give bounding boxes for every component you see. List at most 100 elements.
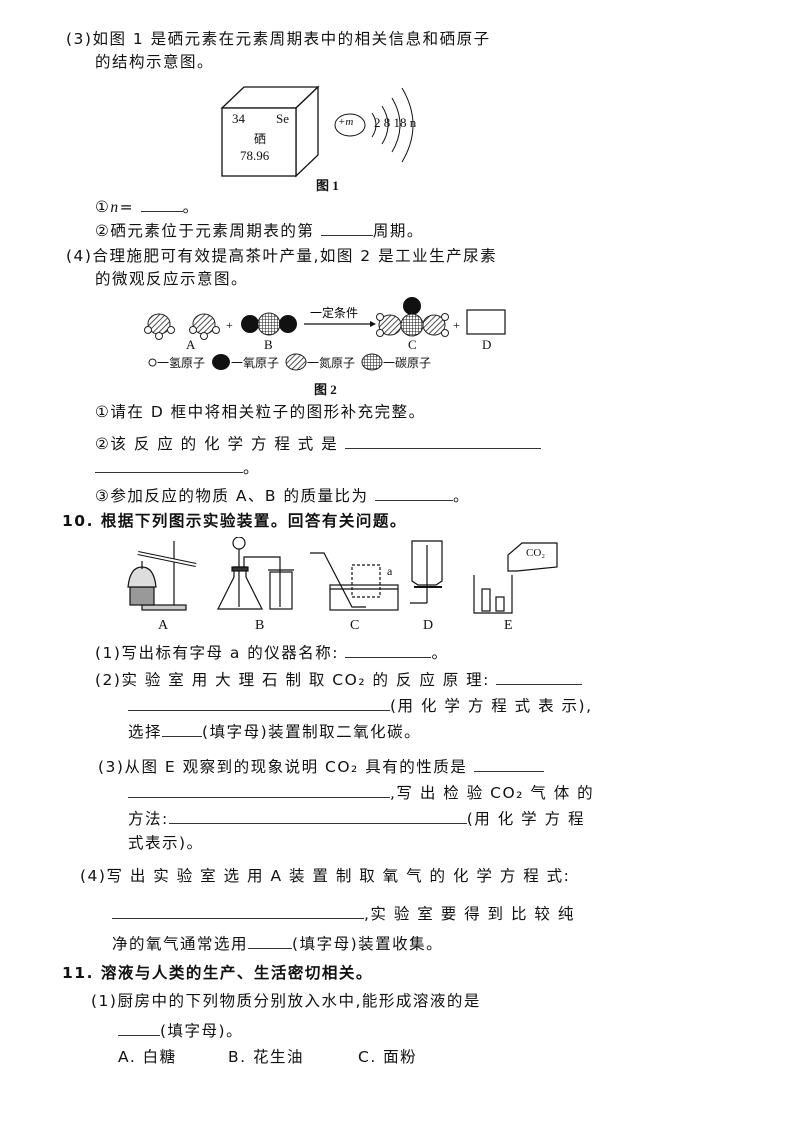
option-a[interactable]: A. 白糖	[118, 1048, 177, 1066]
figure-2-reaction: + 一定条件 + A B C D 一氢原子 一氧原子 一氮原子 一碳原子 图 2	[142, 292, 522, 397]
sub3-end: 。	[452, 487, 470, 505]
hydrogen-atom-icon	[148, 358, 157, 366]
co2-bottle-label: CO₂	[526, 547, 546, 559]
q10-p4-line2: ,实 验 室 要 得 到 比 较 纯	[112, 902, 575, 924]
p1-line2-text: (填字母)。	[160, 1022, 244, 1040]
q10-p1: (1)写出标有字母 a 的仪器名称: 。	[95, 641, 448, 663]
label-c: C	[408, 337, 417, 352]
answer-blank-period[interactable]	[320, 219, 373, 236]
lab-apparatus-figure: a CO₂ A B C D E	[112, 536, 572, 637]
electron-shells: 2 8 18 n	[374, 115, 417, 130]
q10-p4-line1: (4)写 出 实 验 室 选 用 A 装 置 制 取 氧 气 的 化 学 方 程…	[80, 867, 571, 885]
figure-2-caption: 图 2	[314, 382, 337, 397]
q9-3-text-line1: (3)如图 1 是硒元素在元素周期表中的相关信息和硒原子	[66, 30, 491, 48]
oxygen-atom-icon	[212, 354, 231, 370]
apparatus-label-d: D	[423, 618, 434, 633]
label-a-marker: a	[387, 564, 393, 578]
periodic-cell-icon	[220, 85, 320, 178]
nucleus-charge: +m	[338, 116, 354, 128]
apparatus-b	[217, 536, 294, 610]
q11-p1-line2: (填字母)。	[118, 1019, 243, 1041]
apparatus-c	[310, 552, 399, 611]
molecule-a-2	[189, 313, 220, 340]
label-a: A	[186, 337, 196, 352]
p4-line3-b: (填字母)装置收集。	[292, 935, 444, 953]
answer-blank-equation-1[interactable]	[344, 432, 541, 449]
element-name: 硒	[254, 132, 267, 146]
answer-blank-test-method[interactable]	[168, 807, 467, 824]
apparatus-label-a: A	[158, 618, 169, 633]
answer-blank-solution[interactable]	[118, 1019, 160, 1036]
apparatus-label-e: E	[504, 618, 513, 633]
apparatus-d	[410, 540, 443, 604]
var-n: n	[110, 199, 120, 216]
answer-blank-property-1[interactable]	[473, 755, 544, 772]
legend: 一氢原子 一氧原子 一氮原子 一碳原子	[148, 353, 431, 371]
apparatus-drawings-icon	[127, 536, 558, 614]
q9-4-sub2-cont: 。	[95, 456, 260, 478]
equals: =	[119, 198, 135, 216]
carbon-atom-icon	[361, 353, 383, 371]
p2-text: (2)实 验 室 用 大 理 石 制 取 CO₂ 的 反 应 原 理:	[95, 671, 490, 689]
q9-3-sub2: ②硒元素位于元素周期表的第 周期。	[95, 219, 424, 241]
p2-line3-b: (填字母)装置制取二氧化碳。	[202, 723, 422, 741]
q9-4-text-line1: (4)合理施肥可有效提高茶叶产量,如图 2 是工业生产尿素	[66, 247, 498, 265]
p2-line3-a: 选择	[128, 723, 163, 741]
answer-blank-apparatus-co2[interactable]	[162, 720, 203, 737]
figure-1-selenium: 34 Se 硒 78.96 +m 2 8 18 n 图 1	[218, 78, 448, 193]
q9-4-sub1: ①请在 D 框中将相关粒子的图形补充完整。	[95, 403, 426, 421]
q11-p1-line1: (1)厨房中的下列物质分别放入水中,能形成溶液的是	[91, 992, 481, 1010]
q9-4-text-line2: 的微观反应示意图。	[95, 270, 249, 288]
q10-p3-line4: 式表示)。	[128, 834, 204, 852]
p3-text: (3)从图 E 观察到的现象说明 CO₂ 具有的性质是	[98, 758, 468, 776]
p4-line3-a: 净的氧气通常选用	[112, 935, 249, 953]
element-symbol: Se	[276, 111, 289, 126]
q10-p4-line3: 净的氧气通常选用 (填字母)装置收集。	[112, 932, 443, 954]
sub2-text: ②该 反 应 的 化 学 方 程 式 是	[95, 435, 339, 453]
apparatus-label-b: B	[255, 618, 265, 633]
answer-blank-n[interactable]	[140, 195, 183, 212]
box-d	[466, 309, 506, 335]
answer-blank-reaction-1[interactable]	[496, 668, 583, 685]
p4-line2-end: ,实 验 室 要 得 到 比 较 纯	[364, 905, 575, 923]
apparatus-e	[473, 542, 558, 614]
svg-text:+: +	[226, 318, 233, 332]
answer-blank-collection[interactable]	[248, 932, 293, 949]
label-b: B	[264, 337, 273, 352]
atom-structure-icon	[334, 87, 414, 163]
q9-4-sub3: ③参加反应的物质 A、B 的质量比为 。	[95, 484, 470, 506]
p3-line3-b: (用 化 学 方 程	[466, 810, 585, 828]
legend-hydrogen: 一氢原子	[157, 355, 206, 370]
circled-1: ①	[95, 198, 111, 216]
q10-p3-line2: ,写 出 检 验 CO₂ 气 体 的	[128, 781, 594, 803]
option-c[interactable]: C. 面粉	[358, 1048, 418, 1066]
sub2-end: 。	[243, 459, 261, 477]
svg-text:+: +	[453, 318, 460, 332]
legend-oxygen: 一氧原子	[231, 355, 280, 370]
nitrogen-atom-icon	[285, 353, 307, 371]
q9-4-sub2: ②该 反 应 的 化 学 方 程 式 是	[95, 432, 541, 454]
answer-blank-reaction-2[interactable]	[128, 694, 390, 711]
q10-title: 10. 根据下列图示实验装置。回答有关问题。	[62, 512, 407, 530]
p3-line3-a: 方法:	[128, 810, 169, 828]
q10-p3-line1: (3)从图 E 观察到的现象说明 CO₂ 具有的性质是	[98, 755, 544, 777]
answer-blank-equation-2[interactable]	[95, 456, 243, 473]
sub3-text: ③参加反应的物质 A、B 的质量比为	[95, 487, 369, 505]
q10-p2-line1: (2)实 验 室 用 大 理 石 制 取 CO₂ 的 反 应 原 理:	[95, 668, 583, 690]
answer-blank-oxygen-equation[interactable]	[112, 902, 364, 919]
figure-1-caption: 图 1	[316, 178, 339, 193]
answer-blank-property-2[interactable]	[128, 781, 390, 798]
apparatus-label-c: C	[350, 618, 360, 633]
atomic-number: 34	[232, 111, 245, 126]
reaction-diagram-icon: + 一定条件 +	[144, 297, 506, 340]
apparatus-a	[127, 541, 197, 611]
legend-nitrogen: 一氮原子	[307, 355, 356, 370]
sub2-end: 周期。	[372, 222, 424, 240]
option-b[interactable]: B. 花生油	[228, 1048, 304, 1066]
p1-end: 。	[431, 644, 449, 662]
p2-line2-end: (用 化 学 方 程 式 表 示),	[390, 697, 593, 715]
answer-blank-mass-ratio[interactable]	[374, 484, 453, 501]
answer-blank-instrument[interactable]	[345, 641, 432, 658]
sub2-text: ②硒元素位于元素周期表的第	[95, 222, 315, 240]
q10-p2-line3: 选择 (填字母)装置制取二氧化碳。	[128, 720, 421, 742]
